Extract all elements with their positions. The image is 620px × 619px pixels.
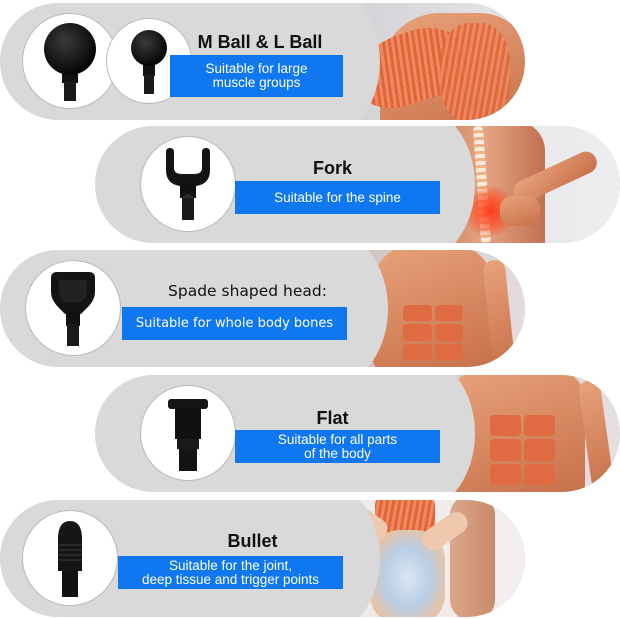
attachment-card-flat: Flat Suitable for all parts of the body bbox=[95, 375, 620, 492]
flat-head-icon bbox=[168, 399, 208, 471]
spade-head-circle bbox=[25, 260, 121, 356]
attachment-title: M Ball & L Ball bbox=[197, 32, 323, 52]
attachment-card-fork: Fork Suitable for the spine bbox=[95, 126, 620, 243]
attachment-description-bar: Suitable for the spine bbox=[235, 181, 440, 214]
attachment-title: Flat bbox=[316, 408, 349, 428]
lower-back-photo bbox=[415, 126, 620, 243]
attachment-title: Fork bbox=[312, 158, 352, 178]
abdomen-photo bbox=[415, 375, 620, 492]
attachment-description-bar: Suitable for the joint, deep tissue and … bbox=[118, 556, 343, 589]
attachment-description: Suitable for the spine bbox=[274, 189, 401, 205]
fork-head-icon bbox=[166, 148, 210, 220]
l-ball-head-circle bbox=[22, 13, 118, 109]
attachment-description: Suitable for the joint, deep tissue and … bbox=[141, 557, 320, 587]
spade-head-icon bbox=[51, 272, 95, 346]
attachment-card-bullet: Bullet Suitable for the joint, deep tiss… bbox=[0, 500, 525, 617]
attachment-card-ball: M Ball & L Ball Suitable for large muscl… bbox=[0, 3, 525, 120]
attachment-description-bar: Suitable for large muscle groups bbox=[170, 55, 343, 97]
attachment-description: Suitable for whole body bones bbox=[135, 315, 334, 331]
fork-head-circle bbox=[140, 136, 236, 232]
knee-joint-photo bbox=[320, 500, 525, 617]
torso-abs-photo bbox=[328, 250, 525, 367]
attachment-description-bar: Suitable for all parts of the body bbox=[235, 430, 440, 463]
bullet-head-icon bbox=[58, 521, 82, 597]
attachment-description: Suitable for all parts of the body bbox=[277, 431, 398, 461]
attachment-title: Bullet bbox=[227, 531, 278, 551]
attachment-description: Suitable for large muscle groups bbox=[205, 61, 308, 90]
flat-head-circle bbox=[140, 385, 236, 481]
attachment-description-bar: Suitable for whole body bones bbox=[122, 307, 347, 340]
m-ball-head-icon bbox=[131, 30, 167, 94]
shoulder-muscle-photo bbox=[320, 3, 525, 120]
attachment-card-spade: Spade shaped head: Suitable for whole bo… bbox=[0, 250, 525, 367]
l-ball-head-icon bbox=[44, 23, 96, 101]
attachment-title: Spade shaped head: bbox=[168, 282, 327, 300]
bullet-head-circle bbox=[22, 510, 118, 606]
